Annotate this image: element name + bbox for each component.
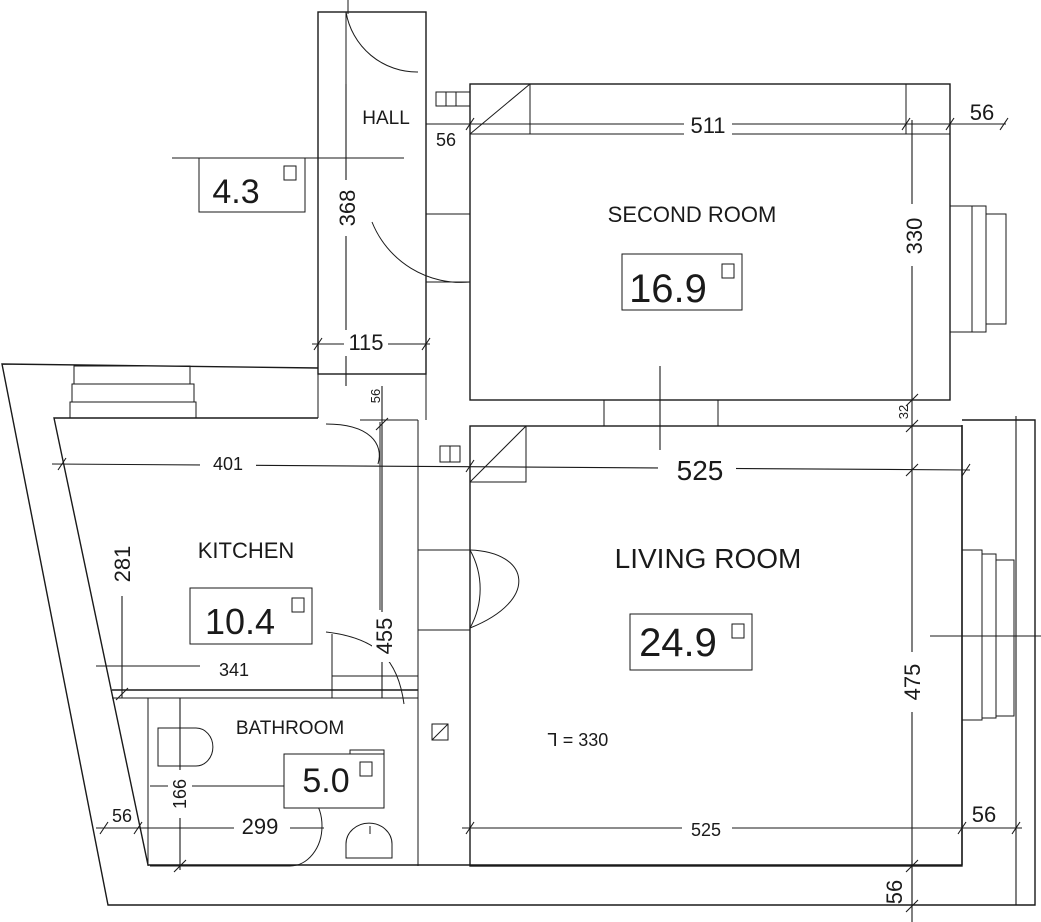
hall-label: HALL [362,108,410,129]
hall-switch-icon [435,91,471,107]
bathroom-switch-icon [431,723,449,741]
dim-kitchen-height: 281 [110,546,135,583]
dim-living-height: 475 [900,664,925,701]
second-room-area-badge: 16.9 [621,253,743,311]
dim-outer-wall-left: 56 [112,806,132,826]
bathroom-area-badge: 5.0 [283,753,385,809]
second-room-radiator [949,205,1007,333]
kitchen-area-badge: 10.4 [189,587,313,645]
dim-kitchen-depth: 455 [372,618,397,655]
dim-bathroom-width: 299 [242,814,279,839]
dim-kitchen-width: 401 [213,454,243,474]
hall-area-badge: 4.3 [198,157,306,213]
dim-bathroom-height: 166 [170,779,190,809]
outer-walls [1,363,1036,906]
dim-second-height: 330 [902,218,927,255]
svg-text:4.3: 4.3 [212,173,259,211]
bathroom-label: BATHROOM [236,718,344,739]
dim-second-wall-right: 56 [970,100,994,125]
living-switch-icon [439,445,461,463]
dim-hall-wall: 56 [436,130,456,150]
dim-kitchen-wall: 56 [368,389,383,403]
dim-partition: 32 [896,405,911,419]
dim-living-width-bottom: 525 [691,820,721,840]
toilet-icon [157,727,214,767]
dim-kitchen-inner-width: 341 [219,660,249,680]
svg-text:24.9: 24.9 [639,621,717,665]
svg-text:16.9: 16.9 [629,267,707,311]
dim-living-width-top: 525 [677,455,724,486]
ceiling-height-note: ⅂ = 330 [548,730,609,750]
living-room-area-badge: 24.9 [629,613,753,671]
kitchen-radiator [69,365,197,419]
sink-icon [345,822,393,859]
kitchen-door[interactable] [325,422,381,610]
dim-outer-wall-bottom: 56 [882,880,907,904]
svg-text:5.0: 5.0 [302,762,349,800]
living-room-label: LIVING ROOM [615,543,802,574]
dim-second-width: 511 [690,113,725,138]
living-room-door[interactable] [418,549,520,631]
second-room-label: SECOND ROOM [608,202,777,227]
dim-living-wall-right: 56 [972,802,996,827]
dim-hall-width: 115 [348,330,383,355]
second-room-door[interactable] [371,213,471,283]
svg-text:10.4: 10.4 [205,601,275,642]
kitchen-walls [317,372,419,866]
dim-hall-height: 368 [335,190,360,227]
living-room-radiator [961,549,1015,721]
kitchen-label: KITCHEN [198,538,295,563]
dimension-labels: 368 115 56 511 56 330 32 56 401 525 281 … [108,100,996,904]
